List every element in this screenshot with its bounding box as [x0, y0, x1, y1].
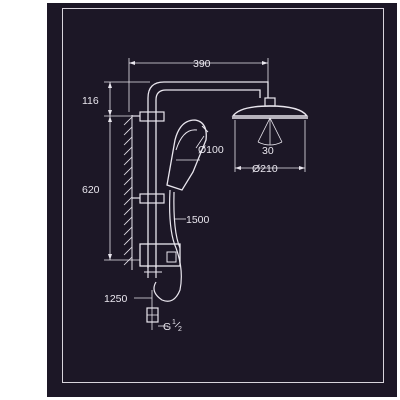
dim-line-arm [128, 58, 269, 112]
dim-thread-fraction-num: 1 [172, 319, 176, 326]
dim-head-diameter: Ø210 [252, 163, 278, 175]
wall-bracket-bottom [132, 193, 165, 204]
dim-arm-length: 390 [193, 58, 211, 70]
riser-pipe [147, 81, 269, 268]
hose [153, 189, 182, 302]
wall-bracket-top [132, 111, 165, 122]
dim-hose-length: 1500 [186, 214, 210, 226]
dim-hand-shower-diameter: Ø100 [198, 144, 224, 156]
dim-line-head [234, 120, 306, 172]
dim-outlet-height: 1250 [104, 293, 128, 305]
dim-tilt-angle: 30 [262, 145, 274, 157]
dim-line-vertical [104, 81, 150, 261]
dim-thread-fraction-den: 2 [178, 326, 182, 333]
mixer-body [139, 243, 181, 278]
wall-hatch [123, 115, 133, 270]
hand-shower [166, 119, 209, 191]
drawing-panel [47, 3, 397, 397]
dim-thread-size: G [163, 321, 171, 333]
head-shower [231, 97, 309, 146]
dim-top-offset: 116 [82, 95, 99, 107]
dim-leader-hand-shower [195, 135, 205, 149]
drawing-frame [62, 8, 384, 383]
outlet-nut [146, 307, 168, 327]
dim-bar-height: 620 [82, 184, 100, 196]
thread-fraction-bar [174, 321, 181, 328]
